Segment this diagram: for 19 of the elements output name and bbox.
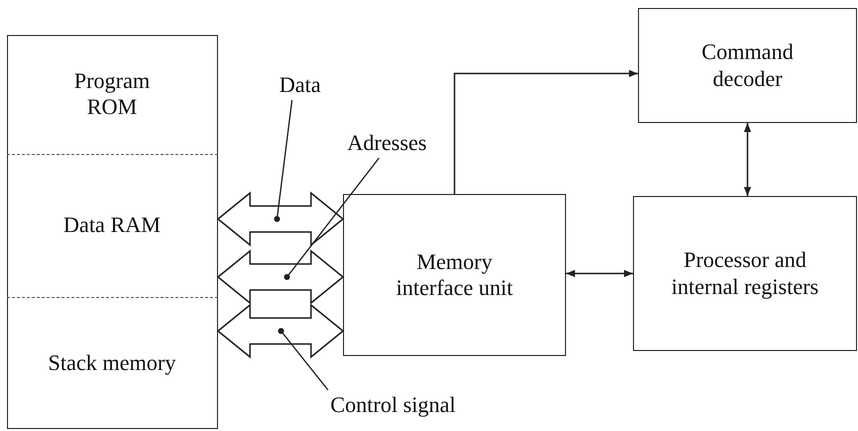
memory-section: Program ROM: [6, 34, 218, 154]
bus-label: Adresses: [336, 128, 438, 158]
processor-box: Processor and internal registers: [633, 196, 857, 351]
bus-label: Control signal: [318, 390, 468, 420]
arrow: [454, 70, 638, 194]
bus-label: Data: [272, 70, 328, 100]
leader-line: [274, 100, 293, 222]
arrow: [566, 270, 633, 278]
arrow: [744, 123, 752, 196]
memory-block: [7, 35, 218, 429]
decoder-box: Command decoder: [638, 8, 857, 123]
bus-arrow: [216, 191, 344, 247]
bus-arrow: [216, 303, 344, 359]
memory-section: Data RAM: [6, 154, 218, 296]
memory-interface-box: Memory interface unit: [343, 194, 566, 356]
leader-line: [284, 158, 380, 280]
bus-arrow: [216, 249, 344, 305]
memory-section: Stack memory: [6, 296, 218, 428]
leader-line: [278, 328, 328, 390]
